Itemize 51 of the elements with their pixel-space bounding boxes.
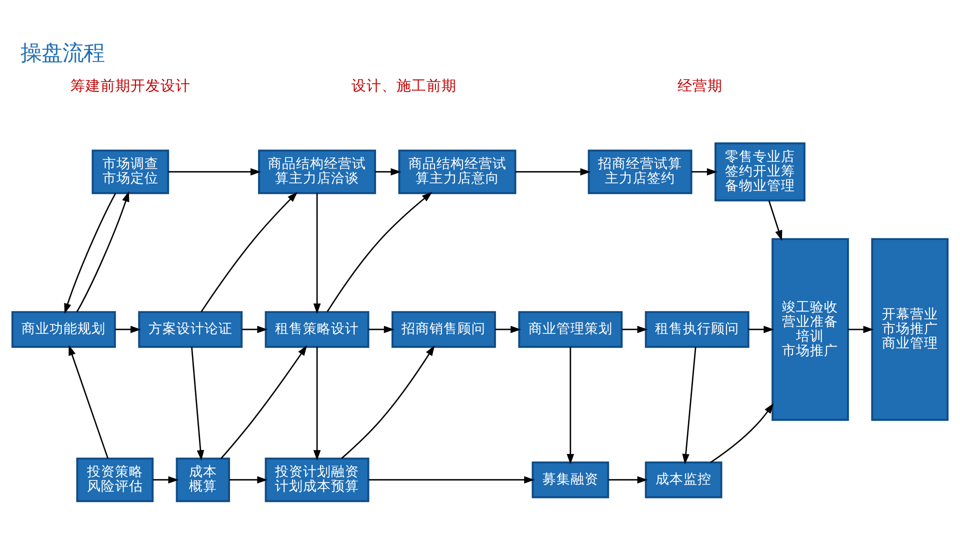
arrow <box>152 476 179 484</box>
diagram-title: 操盘流程 <box>20 40 105 66</box>
node-box: 募集融资 <box>532 461 610 498</box>
arrow <box>220 345 308 459</box>
arrow <box>115 326 141 334</box>
arrow <box>341 345 435 459</box>
node-box: 招商经营试算主力店签约 <box>588 150 692 194</box>
arrow <box>848 326 874 334</box>
arrow <box>622 326 648 334</box>
node-box: 租售执行顾问 <box>644 311 750 348</box>
arrow <box>682 346 696 464</box>
arrow <box>76 191 130 312</box>
arrow <box>515 168 591 176</box>
arrow <box>326 192 432 312</box>
arrow <box>68 344 109 459</box>
node-box: 开幕营业 市场推广 商业管理 <box>871 238 949 421</box>
arrow <box>495 326 522 334</box>
arrow <box>168 168 261 176</box>
arrow <box>748 326 774 334</box>
label: 设计、施工前期 <box>352 78 457 95</box>
node-box: 投资计划融资计划成本预算 <box>264 458 370 502</box>
arrow <box>313 346 321 461</box>
node-box: 招商销售顾问 <box>392 311 496 348</box>
node-box: 商业功能规划 <box>11 311 116 348</box>
node-box: 投资策略风险评估 <box>76 458 154 502</box>
node-box: 零售专业店签约开业筹备物业管理 <box>714 142 806 202</box>
node-box: 租售策略设计 <box>264 311 370 348</box>
arrow <box>608 476 648 484</box>
arrow <box>566 346 574 464</box>
arrow <box>191 346 204 461</box>
arrow <box>368 476 535 484</box>
arrow <box>768 200 782 241</box>
arrow <box>375 168 402 176</box>
node-box: 竣工验收 营业准备 培训 市场推广 <box>772 238 849 421</box>
arrow <box>368 326 394 334</box>
node-box: 成本 概算 <box>176 458 230 502</box>
arrow <box>200 192 298 312</box>
arrow <box>64 192 116 314</box>
node-box: 成本监控 <box>644 461 722 498</box>
node-box: 市场调查 市场定位 <box>92 150 170 194</box>
arrow <box>313 193 321 314</box>
node-box: 商品结构经营试算主力店洽谈 <box>258 150 376 194</box>
label: 筹建前期开发设计 <box>70 78 190 95</box>
label: 经营期 <box>678 78 723 95</box>
node-box: 商品结构经营试算主力店意向 <box>398 150 516 194</box>
node-box: 商业管理策划 <box>518 311 623 348</box>
arrow <box>229 476 268 484</box>
node-box: 方案设计论证 <box>138 311 243 348</box>
arrow <box>710 403 774 463</box>
arrow <box>242 326 268 334</box>
arrow <box>692 168 718 176</box>
